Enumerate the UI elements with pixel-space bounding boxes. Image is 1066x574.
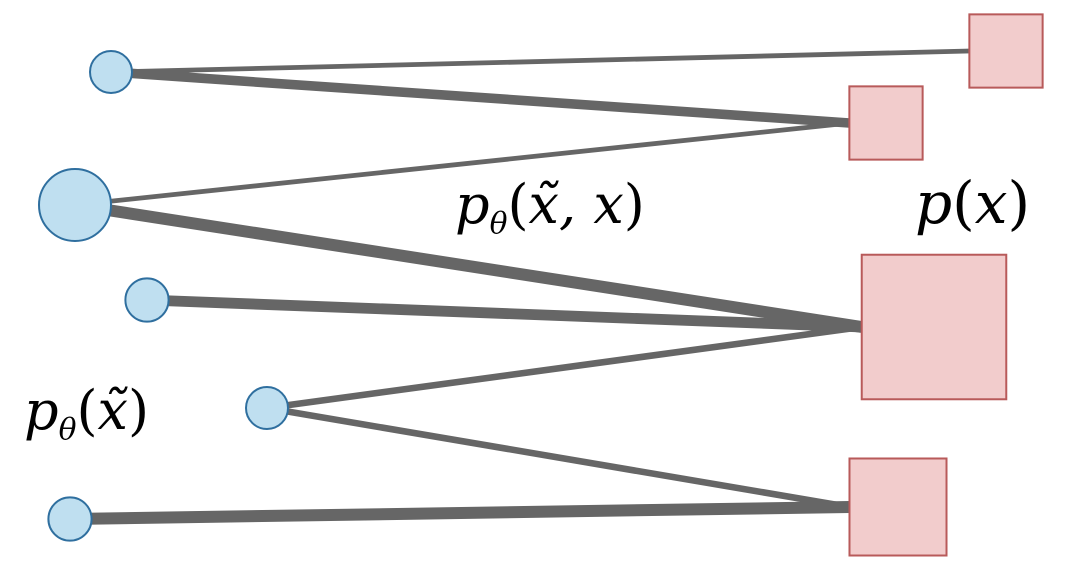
joint-label-args: x̃, x (528, 173, 624, 236)
edge-z3-x3 (146, 294, 862, 333)
edge-z4-x4 (266, 404, 851, 511)
edge-z2-x3 (74, 199, 863, 333)
latent-node-z4 (245, 386, 289, 430)
latent-label-base: p (24, 379, 59, 442)
data-label-args: x (974, 169, 1008, 237)
latent-marginal-label: pθ(x̃) (24, 384, 149, 445)
latent-label-subscript: θ (58, 412, 77, 448)
latent-label-open-paren: ( (76, 379, 98, 442)
joint-distribution-label: pθ(x̃, x) (455, 178, 645, 239)
joint-label-close-paren: ) (623, 173, 645, 236)
edges-layer (69, 48, 970, 525)
latent-label-args: x̃ (97, 379, 128, 442)
data-label-open-paren: ( (952, 169, 975, 237)
edge-z2-x2 (74, 120, 850, 208)
latent-node-z1 (89, 50, 133, 94)
data-node-x1 (968, 13, 1044, 89)
latent-node-z3 (124, 277, 170, 323)
latent-node-z5 (47, 496, 93, 542)
data-marginal-label: p(x) (915, 174, 1030, 232)
edge-z1-x1 (110, 48, 970, 75)
nodes-layer (38, 13, 1044, 557)
edge-z4-x3 (266, 323, 863, 412)
data-node-x4 (848, 457, 948, 557)
edge-z5-x4 (69, 501, 850, 525)
latent-node-z2 (38, 168, 112, 242)
joint-label-subscript: θ (489, 206, 508, 242)
data-node-x2 (848, 85, 924, 161)
latent-label-close-paren: ) (128, 379, 150, 442)
joint-label-open-paren: ( (507, 173, 529, 236)
data-label-base: p (915, 169, 953, 237)
data-node-x3 (860, 253, 1008, 401)
joint-label-base: p (455, 173, 490, 236)
edge-z1-x2 (110, 67, 850, 128)
data-label-close-paren: ) (1007, 169, 1031, 237)
